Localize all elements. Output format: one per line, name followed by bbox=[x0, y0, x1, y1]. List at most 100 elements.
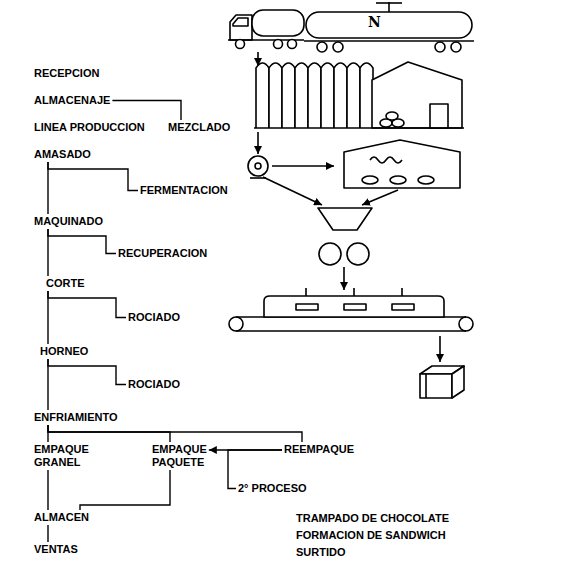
process-note: SURTIDO bbox=[296, 546, 346, 559]
rail-tank-car bbox=[304, 2, 474, 52]
step-label: ALMACEN bbox=[34, 511, 89, 524]
storage-silos-part bbox=[308, 63, 321, 128]
flow-arrow-part bbox=[439, 336, 441, 362]
warehouse-part bbox=[430, 104, 448, 128]
rail-tank-car-part bbox=[451, 42, 461, 52]
oven-conveyor-part bbox=[459, 317, 473, 331]
process-step: 2° PROCESO bbox=[236, 481, 309, 496]
rail-tank-car-part bbox=[435, 42, 445, 52]
package-box-part bbox=[452, 366, 464, 398]
storage-silos-part bbox=[347, 63, 360, 128]
step-label: AMASADO bbox=[34, 148, 91, 161]
process-step: EMPAQUE GRANEL bbox=[32, 442, 91, 470]
step-label: ENFRIAMIENTO bbox=[34, 411, 118, 424]
package-box-part bbox=[425, 374, 427, 398]
tanker-truck-part bbox=[288, 40, 297, 49]
process-step: CORTE bbox=[44, 276, 87, 291]
oven-conveyor-part bbox=[229, 317, 243, 331]
process-step: ALMACEN bbox=[32, 510, 91, 525]
step-label: ALMACENAJE bbox=[34, 94, 110, 107]
process-note: FORMACION DE SANDWICH bbox=[296, 529, 446, 542]
flow-line bbox=[47, 291, 48, 344]
fermentation-room-part bbox=[344, 140, 460, 188]
process-step: RECUPERACION bbox=[116, 246, 209, 261]
warehouse bbox=[254, 62, 464, 128]
process-step: EMPAQUE PAQUETE bbox=[150, 442, 209, 470]
fermentation-room-part bbox=[370, 157, 402, 163]
oven-conveyor bbox=[229, 288, 473, 331]
storage-silos-part bbox=[321, 63, 334, 128]
tanker-truck bbox=[228, 10, 304, 49]
flow-line bbox=[112, 101, 181, 121]
step-label: HORNEO bbox=[40, 345, 88, 358]
step-label: RECEPCION bbox=[34, 67, 99, 80]
process-step: VENTAS bbox=[32, 542, 80, 557]
mixer-part bbox=[248, 156, 268, 176]
rail-tank-car-part bbox=[306, 12, 472, 38]
storage-silos-part bbox=[360, 63, 373, 128]
rail-tank-car-part bbox=[317, 42, 327, 52]
storage-silos bbox=[256, 63, 373, 128]
step-label: LINEA PRODUCCION bbox=[34, 121, 145, 134]
flow-line bbox=[47, 470, 48, 510]
flow-arrow-part bbox=[263, 177, 322, 205]
oven-conveyor-part bbox=[353, 288, 355, 296]
step-label: 2° PROCESO bbox=[238, 482, 307, 495]
flow-line bbox=[80, 470, 170, 510]
step-label: ROCIADO bbox=[128, 311, 180, 324]
step-label: ROCIADO bbox=[128, 378, 180, 391]
flow-line bbox=[48, 229, 116, 254]
fermentation-room-part bbox=[362, 176, 378, 184]
package-box-part bbox=[420, 374, 452, 398]
tanker-truck-part bbox=[233, 18, 248, 26]
step-label: MEZCLADO bbox=[168, 121, 230, 134]
package-box bbox=[420, 366, 464, 398]
step-label: RECUPERACION bbox=[118, 247, 207, 260]
oven-conveyor-part bbox=[264, 296, 444, 317]
flow-line bbox=[48, 425, 302, 442]
flow-line bbox=[48, 291, 126, 318]
storage-silos-part bbox=[256, 63, 269, 128]
flow-arrow-part bbox=[343, 267, 345, 290]
flow-arrow-part bbox=[257, 132, 259, 154]
oven-conveyor-part bbox=[296, 304, 318, 310]
process-step: MAQUINADO bbox=[32, 214, 105, 229]
process-step: AMASADO bbox=[32, 147, 93, 162]
sheeting-rollers-part bbox=[347, 243, 369, 265]
oven-conveyor-part bbox=[392, 304, 414, 310]
sheeting-rollers-part bbox=[319, 243, 341, 265]
flow-line bbox=[48, 425, 170, 442]
process-step: MEZCLADO bbox=[166, 120, 232, 135]
warehouse-part bbox=[386, 112, 398, 120]
storage-silos-part bbox=[282, 63, 295, 128]
warehouse-part bbox=[254, 127, 464, 129]
process-step: ROCIADO bbox=[126, 310, 182, 325]
flow-line bbox=[47, 525, 48, 542]
process-step: ROCIADO bbox=[126, 377, 182, 392]
oven-conveyor-part bbox=[344, 304, 366, 310]
tanker-truck-part bbox=[236, 40, 245, 49]
fermentation-room-part bbox=[390, 176, 406, 184]
tanker-truck-part bbox=[230, 15, 252, 40]
fermentation-room-part bbox=[418, 176, 434, 184]
process-step: FERMENTACION bbox=[138, 183, 230, 198]
step-label: VENTAS bbox=[34, 543, 78, 556]
process-step: HORNEO bbox=[38, 344, 90, 359]
rail-tank-car-part bbox=[376, 2, 402, 4]
flow-arrow-part bbox=[362, 190, 398, 205]
process-step: LINEA PRODUCCION bbox=[32, 120, 147, 135]
step-label: EMPAQUE PAQUETE bbox=[152, 443, 207, 469]
tanker-truck-part bbox=[274, 40, 283, 49]
mixer bbox=[248, 156, 268, 178]
fermentation-room bbox=[344, 140, 460, 188]
storage-silos-part bbox=[269, 63, 282, 128]
oven-conveyor-part bbox=[236, 330, 466, 332]
hopper-part bbox=[318, 208, 372, 230]
storage-silos-part bbox=[334, 63, 347, 128]
oven-conveyor-part bbox=[401, 288, 403, 296]
flow-line bbox=[47, 162, 48, 214]
sheeting-rollers bbox=[319, 243, 369, 265]
hopper bbox=[318, 208, 372, 230]
process-step: REEMPAQUE bbox=[282, 442, 356, 457]
process-step: ENFRIAMIENTO bbox=[32, 410, 120, 425]
